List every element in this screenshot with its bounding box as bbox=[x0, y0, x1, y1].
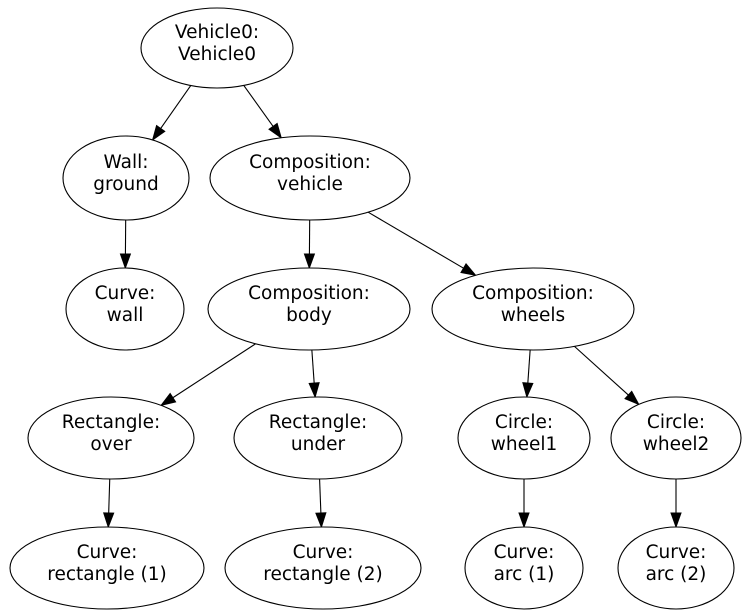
edge-composition-body-to-rectangle-under bbox=[311, 349, 315, 385]
edge-rectangle-over-to-curve-rectangle-1 bbox=[108, 478, 111, 515]
node-composition-vehicle-ellipse bbox=[209, 135, 411, 221]
node-rectangle-over: Rectangle:over bbox=[27, 396, 195, 480]
node-curve-rectangle-1-label-line1: Curve: bbox=[77, 542, 138, 563]
edge-vehicle0-to-composition-vehicle-arrowhead bbox=[268, 122, 283, 139]
node-curve-arc-2-ellipse bbox=[617, 526, 735, 610]
node-curve-arc-2-label-line2: arc (2) bbox=[646, 564, 707, 585]
node-composition-wheels-label-line1: Composition: bbox=[472, 283, 594, 304]
node-circle-wheel1-label-line1: Circle: bbox=[495, 412, 553, 433]
node-curve-wall-ellipse bbox=[65, 267, 185, 351]
node-composition-body-label-line1: Composition: bbox=[248, 283, 370, 304]
node-curve-rectangle-1: Curve:rectangle (1) bbox=[9, 526, 205, 610]
node-rectangle-over-ellipse bbox=[27, 396, 195, 480]
edge-circle-wheel2-to-curve-arc-2-arrowhead bbox=[670, 512, 682, 529]
edge-vehicle0-to-wall-ground bbox=[159, 85, 192, 130]
edge-rectangle-under-to-curve-rectangle-2-arrowhead bbox=[315, 512, 327, 529]
node-rectangle-under-label-line2: under bbox=[291, 434, 346, 455]
node-composition-body: Composition:body bbox=[207, 267, 411, 351]
node-curve-rectangle-2: Curve:rectangle (2) bbox=[224, 526, 422, 610]
edge-composition-wheels-to-circle-wheel1 bbox=[527, 349, 531, 385]
edge-wall-ground-to-curve-wall-arrowhead bbox=[119, 253, 132, 270]
node-composition-body-ellipse bbox=[207, 267, 411, 351]
edge-composition-wheels-to-circle-wheel2 bbox=[574, 345, 630, 397]
node-rectangle-over-label-line2: over bbox=[90, 434, 132, 455]
node-curve-wall-label-line1: Curve: bbox=[95, 283, 156, 304]
node-circle-wheel1: Circle:wheel1 bbox=[457, 396, 591, 480]
node-circle-wheel1-label-line2: wheel1 bbox=[491, 434, 558, 455]
node-rectangle-under: Rectangle:under bbox=[233, 396, 403, 480]
node-vehicle0-label-line2: Vehicle0 bbox=[178, 44, 256, 65]
edge-rectangle-under-to-curve-rectangle-2 bbox=[319, 478, 322, 515]
node-circle-wheel1-ellipse bbox=[457, 396, 591, 480]
edge-composition-wheels-to-circle-wheel2-arrowhead bbox=[624, 390, 640, 406]
edge-composition-vehicle-to-composition-wheels bbox=[367, 211, 465, 270]
node-composition-body-label-line2: body bbox=[286, 305, 332, 326]
edge-rectangle-over-to-curve-rectangle-1-arrowhead bbox=[102, 512, 115, 529]
edge-composition-vehicle-to-composition-body-arrowhead bbox=[303, 253, 316, 270]
node-vehicle0-ellipse bbox=[140, 7, 294, 89]
node-rectangle-under-label-line1: Rectangle: bbox=[269, 412, 367, 433]
node-composition-vehicle: Composition:vehicle bbox=[209, 135, 411, 221]
edge-circle-wheel1-to-curve-arc-1-arrowhead bbox=[518, 512, 530, 529]
edge-vehicle0-to-composition-vehicle bbox=[243, 85, 275, 128]
node-curve-arc-1: Curve:arc (1) bbox=[464, 526, 584, 610]
node-curve-rectangle-1-label-line2: rectangle (1) bbox=[47, 564, 166, 585]
node-curve-rectangle-2-label-line1: Curve: bbox=[293, 542, 354, 563]
edge-composition-vehicle-to-composition-wheels-arrowhead bbox=[460, 263, 477, 277]
node-composition-wheels: Composition:wheels bbox=[431, 267, 635, 351]
edge-composition-body-to-rectangle-over bbox=[171, 343, 256, 399]
node-wall-ground-ellipse bbox=[62, 135, 190, 221]
node-wall-ground-label-line2: ground bbox=[93, 174, 158, 195]
edge-composition-body-to-rectangle-over-arrowhead bbox=[159, 392, 177, 407]
node-vehicle0-label-line1: Vehicle0: bbox=[175, 22, 259, 43]
node-curve-wall: Curve:wall bbox=[65, 267, 185, 351]
node-rectangle-over-label-line1: Rectangle: bbox=[62, 412, 160, 433]
node-circle-wheel2-label-line2: wheel2 bbox=[643, 434, 710, 455]
node-circle-wheel2: Circle:wheel2 bbox=[610, 396, 742, 480]
node-curve-wall-label-line2: wall bbox=[107, 305, 144, 326]
node-wall-ground: Wall:ground bbox=[62, 135, 190, 221]
node-composition-vehicle-label-line1: Composition: bbox=[249, 152, 371, 173]
edge-composition-body-to-rectangle-under-arrowhead bbox=[308, 382, 320, 399]
node-curve-arc-2-label-line1: Curve: bbox=[646, 542, 707, 563]
node-curve-rectangle-2-ellipse bbox=[224, 526, 422, 610]
node-curve-arc-1-label-line1: Curve: bbox=[494, 542, 555, 563]
node-composition-wheels-label-line2: wheels bbox=[501, 305, 565, 326]
node-vehicle0: Vehicle0:Vehicle0 bbox=[140, 7, 294, 89]
node-composition-wheels-ellipse bbox=[431, 267, 635, 351]
node-rectangle-under-ellipse bbox=[233, 396, 403, 480]
node-circle-wheel2-ellipse bbox=[610, 396, 742, 480]
node-composition-vehicle-label-line2: vehicle bbox=[277, 174, 343, 195]
node-curve-rectangle-2-label-line2: rectangle (2) bbox=[263, 564, 382, 585]
node-circle-wheel2-label-line1: Circle: bbox=[647, 412, 705, 433]
node-wall-ground-label-line1: Wall: bbox=[104, 152, 149, 173]
node-curve-arc-2: Curve:arc (2) bbox=[617, 526, 735, 610]
edge-vehicle0-to-wall-ground-arrowhead bbox=[151, 124, 166, 142]
edge-composition-wheels-to-circle-wheel1-arrowhead bbox=[522, 382, 534, 399]
node-curve-arc-1-ellipse bbox=[464, 526, 584, 610]
node-curve-arc-1-label-line2: arc (1) bbox=[494, 564, 555, 585]
node-curve-rectangle-1-ellipse bbox=[9, 526, 205, 610]
